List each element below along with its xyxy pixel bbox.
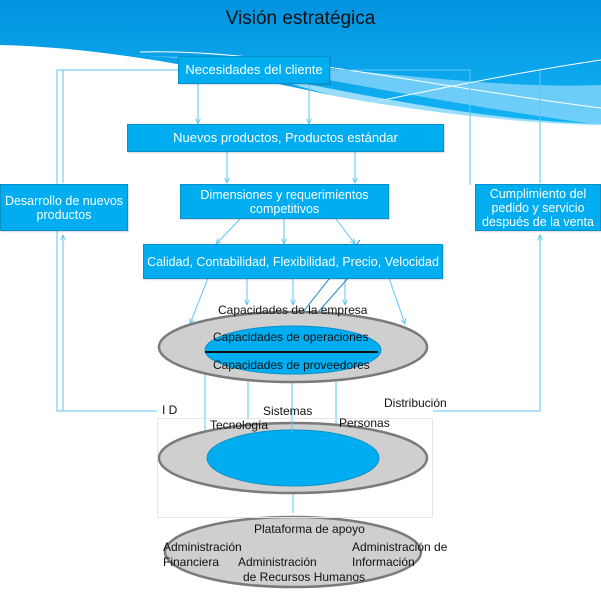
box-cumplimiento-pedido[interactable]: Cumplimiento del pedido y servicio despu… [475,184,601,231]
label-personas: Personas [339,416,390,430]
label-plataforma-apoyo: Plataforma de apoyo [254,522,365,536]
box-necesidades-cliente[interactable]: Necesidades del cliente [178,56,330,84]
connector-right-loop-top [330,70,471,185]
label-admin-informacion-2: Información [352,555,415,569]
page-title: Visión estratégica [225,8,376,29]
resources-frame [157,418,433,518]
label-capacidades-empresa: Capacidades de la empresa [218,303,368,317]
header-wave-light [130,55,601,125]
capabilities-inner-ellipse [204,325,382,375]
label-admin-informacion-1: Administración de [352,540,448,554]
box-nuevos-productos[interactable]: Nuevos productos, Productos estándar [127,124,444,152]
label-id: I D [162,403,178,417]
label-admin-rrhh-1: Administración [238,555,317,569]
label-admin-rrhh-2: de Recursos Humanos [243,570,366,584]
label-sistemas: Sistemas [263,404,313,418]
connector-left-loop-bottom [56,211,157,412]
connector-dim-cal-1 [216,218,241,244]
connector-cal-cap-1 [190,277,209,324]
label-admin-financiera-2: Financiera [163,555,220,569]
label-tecnologia: Tecnología [210,418,269,432]
connector-cal-cap-5 [388,277,405,324]
resources-inner-ellipse [206,429,380,487]
label-capacidades-operaciones: Capacidades de operaciones [213,330,369,344]
connector-dim-cal-3 [335,218,355,244]
box-dimensiones[interactable]: Dimensiones y requerimientos competitivo… [180,184,389,219]
label-capacidades-proveedores: Capacidades de proveedores [213,358,370,372]
label-admin-financiera-1: Administración [163,540,242,554]
label-distribucion: Distribución [384,396,447,410]
connector-right-loop-bottom [433,235,540,412]
box-desarrollo-nuevos-productos[interactable]: Desarrollo de nuevos productos [0,184,128,231]
box-calidad[interactable]: Calidad, Contabilidad, Flexibilidad, Pre… [143,244,443,279]
